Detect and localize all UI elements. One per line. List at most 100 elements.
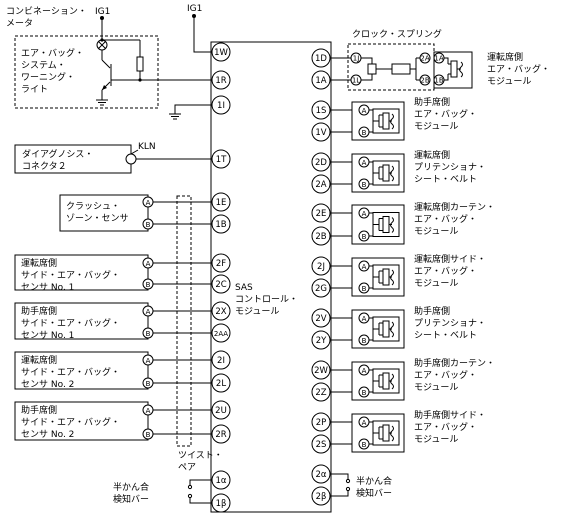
connector-letter: B — [146, 221, 151, 229]
sas-pin-5: 1B — [211, 214, 231, 234]
crash-zone-sensor: クラッシュ・ ゾーン・センサ — [59, 194, 149, 232]
sas-right-pin-label: 1D — [315, 54, 327, 64]
side-sensor-label: センサ No. 1 — [21, 330, 74, 341]
side-sensor-2: 運転席側サイド・エア・バッグ・センサ No. 2 — [14, 351, 149, 390]
diagnosis-connector: ダイアグノシス・ コネクタ２ KLN — [14, 142, 211, 174]
connector-letter: A — [146, 357, 151, 365]
module-label-line: エア・バッグ・ — [414, 265, 477, 277]
clock-pin-2B: 2B — [420, 77, 429, 85]
sas-right-pin-label: 1S — [316, 106, 327, 116]
squib-icon — [372, 420, 400, 446]
module-pin-1A: 1A — [434, 55, 443, 63]
side-sensor-label: 運転席側 — [21, 354, 57, 366]
connector-letter: B — [146, 330, 151, 338]
left-connector-4-a: A — [142, 404, 211, 416]
sas-pin-label: 1W — [214, 48, 228, 58]
squib-icon — [372, 368, 400, 394]
side-sensor-label: サイド・エア・バッグ・ — [21, 366, 120, 378]
crash-sensor-label-line-1: クラッシュ・ — [66, 201, 120, 212]
sas-pin-label: 2U — [215, 406, 227, 416]
wire-1W — [193, 16, 211, 53]
module-connector-letter: B — [362, 337, 367, 345]
sas-pin-14: 1α — [211, 470, 231, 490]
sas-pin-label: 2X — [215, 307, 226, 317]
warning-light-label-line-4: ライト — [21, 84, 48, 95]
module-connector-letter: A — [362, 367, 367, 375]
module-label-line: 助手席側 — [414, 96, 450, 108]
module-label-line: シート・ベルト — [414, 175, 477, 185]
sas-right-pin-1: 1A — [311, 70, 331, 90]
sas-right-pin-5: 2A — [311, 174, 331, 194]
diag-line-label: KLN — [138, 142, 156, 152]
sas-right-pin-label: 2Z — [315, 388, 326, 398]
sas-right-pin-label: 2B — [315, 232, 326, 242]
right-module-group: ABABABABABABAB運転席側エア・バッグ・モジュール助手席側エア・バッグ… — [331, 51, 550, 453]
module-label-line: 運転席側 — [487, 51, 523, 63]
module-label-line: エア・バッグ・ — [414, 108, 477, 120]
module-label-line: 運転席側 — [414, 149, 450, 161]
warning-light-label-line-3: ワーニング・ — [21, 71, 75, 83]
squib-icon — [372, 316, 400, 342]
sas-pin-2: 1I — [211, 95, 231, 115]
side-sensor-3: 助手席側サイド・エア・バッグ・センサ No. 2 — [14, 401, 149, 441]
sas-right-pin-label: 2A — [315, 180, 326, 190]
squib-icon — [372, 160, 400, 186]
airbag-module-1: AB — [331, 101, 405, 141]
sas-pin-label: 1B — [215, 220, 226, 230]
module-label-line: シート・ベルト — [414, 331, 477, 341]
sas-pin-label: 1I — [217, 101, 225, 111]
sas-pin-6: 2F — [211, 253, 231, 273]
side-sensor-label: サイド・エア・バッグ・ — [21, 269, 120, 281]
connector-letter: A — [146, 407, 151, 415]
left-connector-0-b: B — [142, 218, 211, 230]
module-label-line: モジュール — [414, 227, 458, 237]
sas-pin-label: 2L — [216, 379, 226, 389]
squib-icon — [372, 108, 400, 134]
sas-right-pin-13: 2Z — [311, 382, 331, 402]
module-connector-letter: A — [362, 315, 367, 323]
sas-right-pin-7: 2B — [311, 226, 331, 246]
squib-icon — [372, 212, 400, 237]
side-sensor-label: 助手席側 — [21, 305, 57, 317]
module-connector-letter: B — [362, 285, 367, 293]
left-connector-1-b: B — [142, 278, 211, 290]
sas-right-pin-11: 2Y — [311, 330, 331, 350]
sas-right-pin-label: 2Y — [316, 336, 327, 346]
sas-pin-label: 1T — [216, 155, 227, 165]
right-switch-label-line-1: 半かん合 — [356, 475, 392, 487]
module-label-line: モジュール — [414, 435, 458, 445]
sas-pin-10: 2I — [211, 350, 231, 370]
module-connector-letter: B — [362, 129, 367, 137]
diag-terminal-icon — [125, 153, 137, 165]
sas-right-pin-15: 2S — [311, 434, 331, 454]
sas-right-pin-label: 1A — [315, 76, 326, 86]
sas-pin-11: 2L — [211, 373, 231, 393]
airbag-module-5: AB — [331, 309, 405, 349]
left-switch-label-line-2: 検知バー — [113, 493, 149, 505]
module-connector-letter: A — [362, 419, 367, 427]
module-connector-letter: A — [362, 263, 367, 271]
diagnosis-connector-box — [14, 144, 132, 174]
meter-power-label: IG1 — [95, 7, 110, 17]
sas-right-pin-0: 1D — [311, 48, 331, 68]
left-connector-2-b: B — [142, 327, 211, 339]
diag-label-line-2: コネクタ２ — [22, 161, 67, 172]
module-label-7: 助手席側サイド・エア・バッグ・モジュール — [414, 409, 486, 445]
module-label-4: 運転席側サイド・エア・バッグ・モジュール — [414, 253, 486, 289]
side-sensor-label: 助手席側 — [21, 404, 57, 416]
sas-right-pin-3: 1V — [311, 122, 331, 142]
meter-power-node — [100, 16, 104, 20]
sas-pin-label: 1E — [216, 198, 227, 208]
side-sensor-group: 運転席側サイド・エア・バッグ・センサ No. 1助手席側サイド・エア・バッグ・セ… — [14, 254, 149, 441]
sas-right-pin-8: 2J — [311, 256, 331, 276]
sas-right-pin-label: 2J — [317, 262, 325, 272]
sas-right-pin-label: 1V — [315, 128, 326, 138]
sas-pin-label: 2C — [215, 280, 226, 290]
module-label-line: モジュール — [414, 383, 458, 393]
left-connector-4-b: B — [142, 428, 211, 440]
module-label-line: エア・バッグ・ — [487, 63, 550, 75]
module-connector-letter: B — [362, 233, 367, 241]
